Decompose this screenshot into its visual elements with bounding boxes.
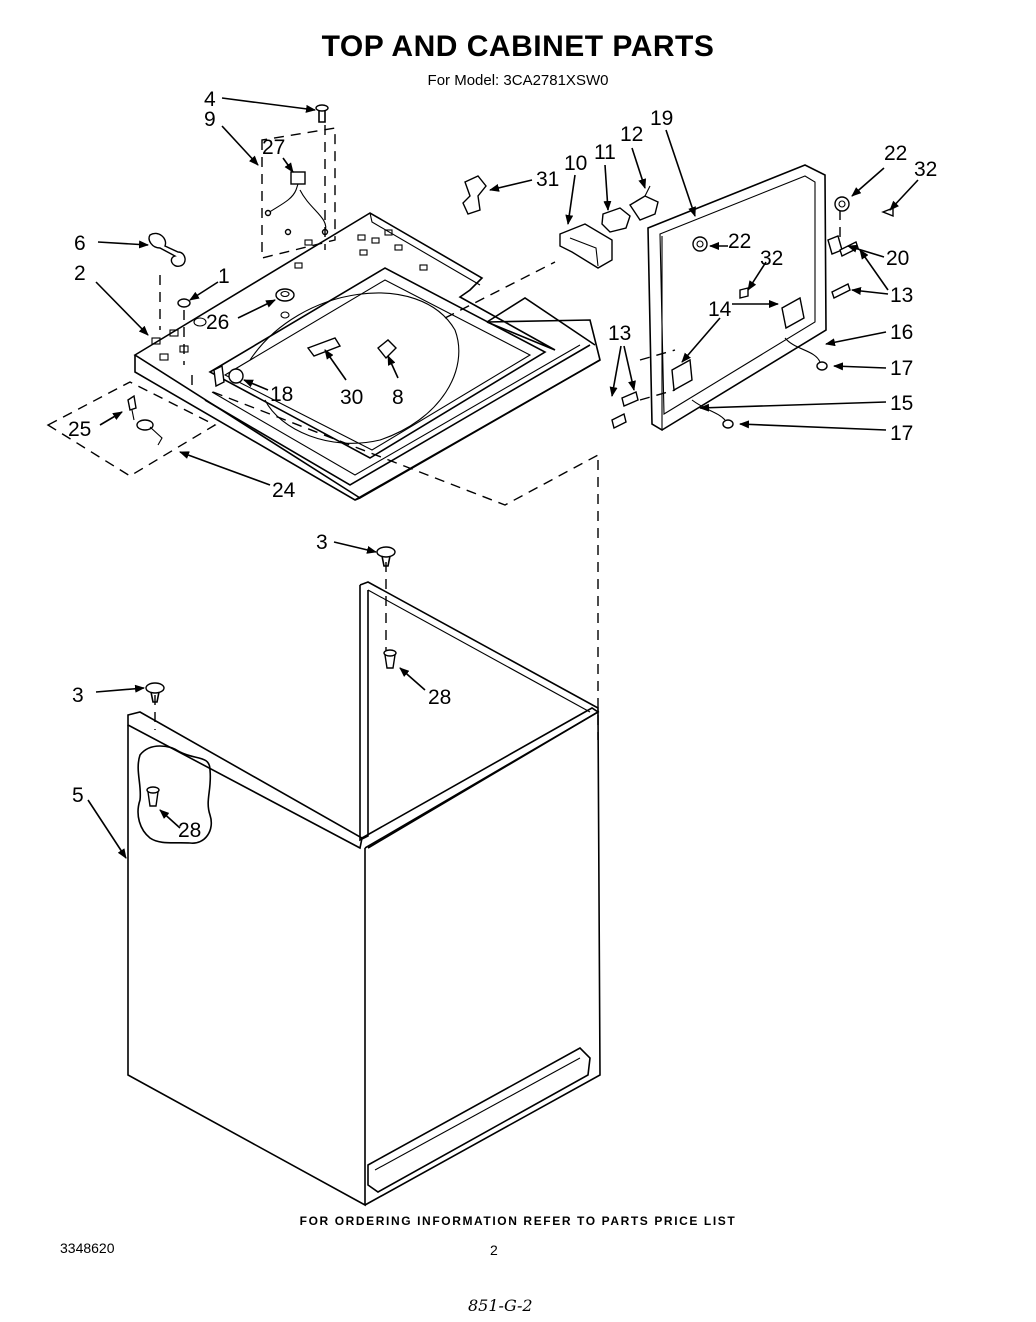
top-panel	[133, 212, 601, 501]
callout-1: 1	[218, 265, 230, 288]
callout-32-upper: 32	[914, 158, 937, 181]
document-number: 3348620	[60, 1240, 115, 1256]
callout-3-lower: 3	[72, 684, 84, 707]
callout-13-right: 13	[890, 284, 913, 307]
callout-25: 25	[68, 418, 91, 441]
callout-14: 14	[708, 298, 732, 321]
callout-32-lower: 32	[760, 247, 783, 270]
page-title: TOP AND CABINET PARTS	[321, 30, 715, 63]
callout-15: 15	[890, 392, 913, 415]
callout-8: 8	[392, 386, 404, 409]
callout-16: 16	[890, 321, 913, 344]
callout-10: 10	[564, 152, 587, 175]
callout-26: 26	[206, 311, 229, 334]
callout-labels: 4 9 27 6 1 2 26 18 30 8 25 24 31 10 11 1…	[68, 88, 937, 842]
callout-4: 4	[204, 88, 216, 111]
cabinet	[127, 546, 601, 1207]
page-number: 2	[490, 1242, 498, 1258]
callout-18: 18	[270, 383, 293, 406]
ordering-note: FOR ORDERING INFORMATION REFER TO PARTS …	[299, 1214, 737, 1228]
leader-lines	[87, 97, 919, 859]
callout-6: 6	[74, 232, 86, 255]
callout-3-upper: 3	[316, 531, 328, 554]
model-subtitle: For Model: 3CA2781XSW0	[427, 72, 609, 89]
callout-17-lower: 17	[890, 422, 913, 445]
callout-2: 2	[74, 262, 86, 285]
callout-31: 31	[536, 168, 559, 191]
callout-11: 11	[594, 141, 616, 164]
callout-28-upper: 28	[428, 686, 451, 709]
callout-27: 27	[262, 136, 285, 159]
callout-19: 19	[650, 107, 673, 130]
callout-13-left: 13	[608, 322, 631, 345]
callout-30: 30	[340, 386, 363, 409]
dashed-guides	[46, 125, 841, 740]
handwritten-note: 851-G-2	[468, 1296, 533, 1315]
callout-22-lower: 22	[728, 230, 751, 253]
lid-hardware	[611, 196, 894, 430]
callout-20: 20	[886, 247, 909, 270]
callout-9: 9	[204, 108, 216, 131]
callout-17-upper: 17	[890, 357, 913, 380]
callout-12: 12	[620, 123, 643, 146]
lid	[647, 164, 827, 431]
callout-28-lower: 28	[178, 819, 201, 842]
callout-22-upper: 22	[884, 142, 907, 165]
console-parts	[462, 175, 659, 269]
top-panel-small-parts	[127, 104, 397, 446]
callout-5: 5	[72, 784, 84, 807]
callout-24: 24	[272, 479, 296, 502]
